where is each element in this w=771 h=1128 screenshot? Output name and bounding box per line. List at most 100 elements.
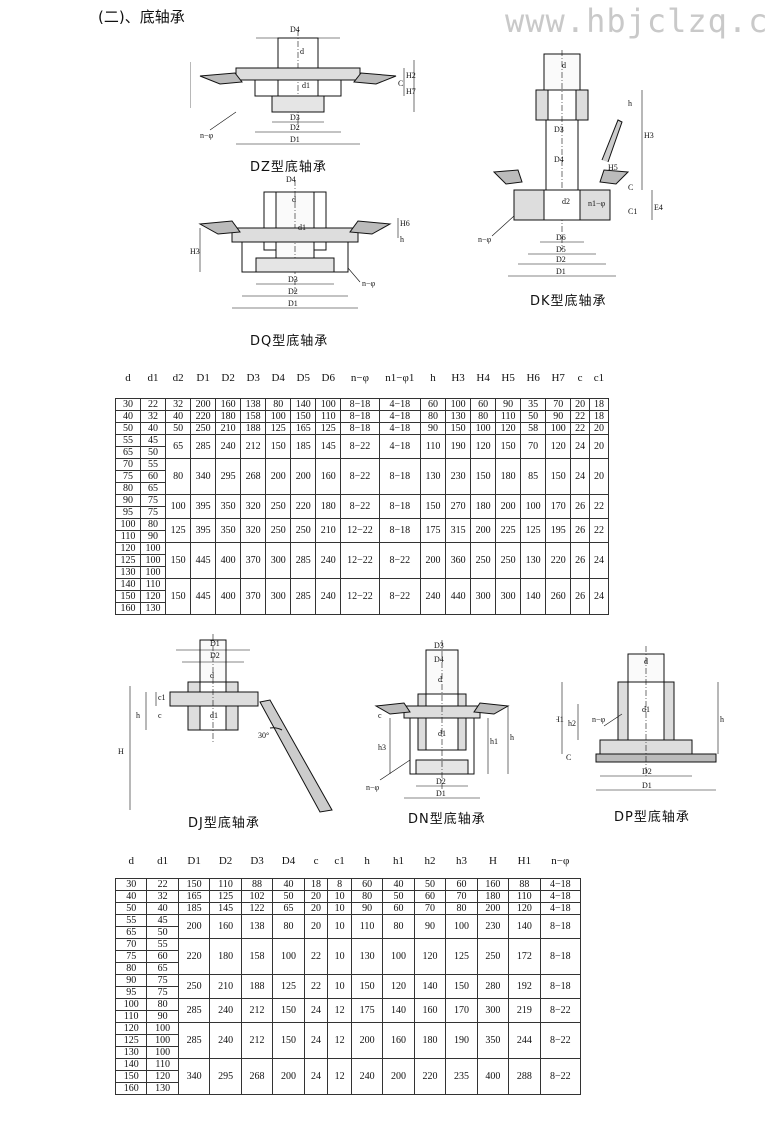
table-cell: 225: [495, 517, 522, 543]
table-cell: 100: [272, 937, 305, 975]
dj-label-d: d: [210, 671, 214, 680]
table-cell: 12−22: [340, 541, 380, 579]
table-cell: 300: [265, 577, 292, 615]
table-header-row: d d1 d2 D1 D2 D3 D4 D5 D6 n−φ n1−φ1 h H3…: [115, 358, 609, 399]
table-cell: 285: [177, 997, 211, 1023]
table-cell: 138: [240, 397, 267, 411]
dn-label-d1: d1: [438, 729, 446, 738]
table-cell: 210: [215, 421, 242, 435]
table-cell: 145: [315, 433, 342, 459]
dk-label-E4: E4: [654, 203, 663, 212]
table-cell: 175: [420, 517, 447, 543]
table-cell: 22: [146, 877, 179, 891]
table-cell: 250: [177, 973, 211, 999]
table-cell: 150: [265, 433, 292, 459]
table-cell: 60: [420, 397, 447, 411]
table-cell: 100: [140, 541, 167, 555]
table-cell: 130: [350, 937, 384, 975]
table-cell: 70: [545, 397, 572, 411]
table-cell: 195: [545, 517, 572, 543]
dj-label-c: c: [158, 711, 162, 720]
table-header-cell: D1: [178, 844, 210, 879]
table-cell: 4−18: [378, 421, 422, 435]
table-cell: 268: [240, 457, 267, 495]
table-cell: 75: [114, 949, 148, 963]
table-cell: 80: [445, 901, 478, 915]
table-cell: 150: [114, 1069, 148, 1083]
table-cell: 26: [570, 517, 590, 543]
dn-caption: DN型底轴承: [408, 812, 486, 827]
table-header-cell: d2: [165, 358, 191, 399]
table-cell: 80: [350, 889, 384, 903]
table-cell: 65: [140, 481, 167, 495]
dz-label-d: d: [300, 47, 304, 56]
dk-label-n-phi: n−φ: [478, 235, 492, 244]
table-cell: 250: [265, 517, 292, 543]
dk-label-h: h: [628, 99, 632, 108]
table-cell: 285: [190, 433, 217, 459]
table-cell: 50: [114, 421, 142, 435]
table-cell: 340: [190, 457, 217, 495]
table-cell: 75: [140, 493, 167, 507]
table-cell: 200: [272, 1057, 305, 1095]
table-cell: 12: [327, 997, 352, 1023]
table-cell: 22: [140, 397, 167, 411]
dj-label-h: h: [136, 711, 140, 720]
table-cell: 300: [495, 577, 522, 615]
table-cell: 240: [420, 577, 447, 615]
table-cell: 220: [190, 409, 217, 423]
dq-label-d: d: [292, 195, 296, 204]
table-cell: 268: [240, 1057, 274, 1095]
dj-label-d1: d1: [210, 711, 218, 720]
dj-label-angle: 30°: [258, 731, 269, 740]
table-cell: 130: [420, 457, 447, 495]
dj-label-D1: D1: [210, 639, 220, 648]
table-cell: 200: [495, 493, 522, 519]
table-cell: 120: [140, 589, 167, 603]
table-cell: 188: [240, 421, 267, 435]
dn-label-D3: D3: [434, 641, 444, 650]
table-dj-dn-dp: d d1 D1 D2 D3 D4 c c1 h h1 h2 h3 H H1 n−…: [114, 844, 582, 1095]
table-cell: 8−18: [340, 409, 380, 423]
table-cell: 160: [315, 457, 342, 495]
table-cell: 8−22: [539, 1021, 582, 1059]
table-cell: 18: [589, 409, 609, 423]
table-cell: 100: [545, 421, 572, 435]
table-cell: 24: [589, 577, 609, 615]
table-cell: 55: [114, 433, 142, 447]
table-cell: 20: [303, 901, 329, 915]
table-header-cell: D4: [265, 358, 291, 399]
table-cell: 40: [140, 421, 167, 435]
table-cell: 90: [114, 493, 142, 507]
table-header-cell: d: [115, 358, 141, 399]
table-cell: 150: [445, 421, 472, 435]
table-cell: 280: [476, 973, 510, 999]
table-header-cell: d1: [140, 358, 166, 399]
table-cell: 200: [350, 1021, 384, 1059]
table-cell: 60: [146, 949, 179, 963]
table-cell: 190: [445, 1021, 478, 1059]
dn-label-d: d: [438, 675, 442, 684]
table-cell: 270: [445, 493, 472, 519]
dp-caption: DP型底轴承: [614, 810, 690, 825]
table-header-cell: d: [115, 844, 147, 879]
dq-label-H6: H6: [400, 219, 410, 228]
table-cell: 85: [520, 457, 547, 495]
table-cell: 60: [413, 889, 447, 903]
table-cell: 22: [303, 973, 329, 999]
table-cell: 150: [350, 973, 384, 999]
table-cell: 130: [146, 1081, 179, 1095]
dz-label-d1: d1: [302, 81, 310, 90]
table-cell: 140: [290, 397, 317, 411]
table-cell: 8−22: [378, 577, 422, 615]
table-cell: 172: [508, 937, 541, 975]
table-header-cell: H7: [545, 358, 571, 399]
dq-label-D4: D4: [286, 175, 296, 184]
table-cell: 140: [508, 913, 541, 939]
table-cell: 370: [240, 577, 267, 615]
